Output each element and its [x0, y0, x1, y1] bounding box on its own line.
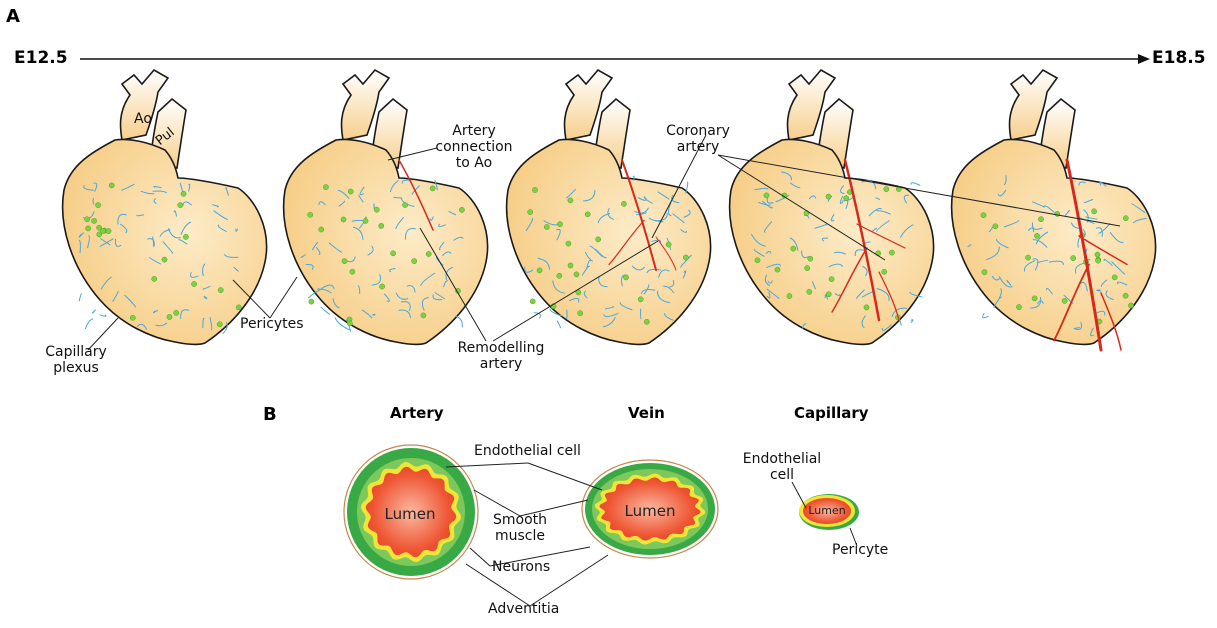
timeline-arrowhead — [1138, 54, 1150, 64]
heart-stage-1 — [63, 70, 267, 344]
timeline-start-label: E12.5 — [14, 48, 68, 68]
vein-lumen-label: Lumen — [610, 502, 690, 520]
callout-pericytes-right — [270, 277, 297, 318]
heart-stage-5 — [952, 70, 1156, 350]
heart-body — [63, 139, 267, 344]
title-artery: Artery — [390, 404, 444, 422]
heart-body — [952, 139, 1156, 344]
label-endothelial-cell: Endothelial cell — [474, 443, 581, 459]
label-artery-connection: Artery connection to Ao — [424, 123, 524, 171]
label-remodelling-artery: Remodelling artery — [443, 340, 559, 372]
label-neurons: Neurons — [492, 559, 550, 575]
label-pericytes: Pericytes — [240, 316, 304, 332]
callout-endothelial-vein — [528, 463, 602, 490]
title-vein: Vein — [628, 404, 665, 422]
label-pericyte: Pericyte — [832, 542, 888, 558]
panel-a-letter: A — [6, 6, 20, 27]
label-coronary-artery: Coronary artery — [650, 123, 746, 155]
heart-body — [730, 139, 934, 344]
heart-stage-3 — [507, 70, 711, 344]
label-smooth-muscle: Smooth muscle — [490, 512, 550, 544]
timeline-end-label: E18.5 — [1152, 48, 1206, 68]
label-adventitia: Adventitia — [488, 601, 559, 617]
label-capillary-plexus: Capillary plexus — [30, 344, 122, 376]
callout-neurons-artery — [470, 548, 490, 566]
panel-b-letter: B — [263, 404, 277, 425]
label-capillary-endothelial-cell: Endothelial cell — [742, 451, 822, 483]
heart-stage-2 — [284, 70, 488, 344]
label-ao: Ao — [134, 111, 152, 127]
heart-stage-4 — [730, 70, 934, 344]
capillary-lumen-label: Lumen — [802, 504, 852, 517]
artery-lumen-label: Lumen — [370, 505, 450, 523]
title-capillary: Capillary — [794, 404, 869, 422]
